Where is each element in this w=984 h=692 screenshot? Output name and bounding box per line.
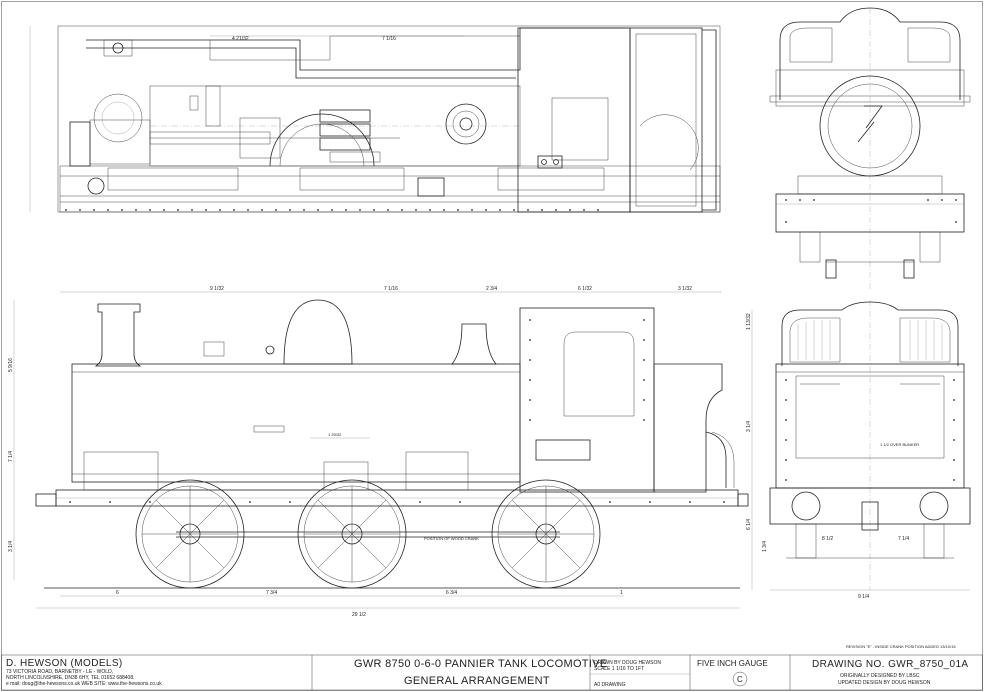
side-dim-bottom-4: 1 — [620, 590, 623, 596]
end-dim-1: 8 1/2 — [822, 536, 833, 542]
title-block: D. HEWSON (MODELS) 73 VICTORIA ROAD, BAR… — [1, 654, 983, 691]
front-dim-vert-1: 1 13/32 — [746, 313, 752, 330]
side-dim-overall: 29 1/2 — [352, 612, 366, 618]
credit-line-2: UPDATED DESIGN BY DOUG HEWSON — [838, 680, 931, 686]
bunker-end-view: 1 1/2 OVER BUNKER 8 1/2 7 1/4 9 1/4 1 13… — [746, 300, 971, 600]
plan-dim-1: 4 21/32 — [232, 36, 249, 42]
company-address-2: NORTH LINCOLNSHIRE, DN38 6HY, TEL 01652 … — [6, 675, 135, 681]
side-dim-bottom-3: 6 3/4 — [446, 590, 457, 596]
drawn-by: DRAWN BY DOUG HEWSON — [594, 660, 661, 666]
front-dim-vert-2: 3 1/4 — [746, 421, 752, 432]
front-dim-vert-4: 1 3/4 — [762, 541, 768, 552]
side-dim-top-5: 3 1/32 — [678, 286, 692, 292]
front-dim-vert-3: 6 1/4 — [746, 519, 752, 530]
end-dim-2: 7 1/4 — [898, 536, 909, 542]
drawing-subtitle: GENERAL ARRANGEMENT — [404, 675, 550, 687]
end-width-dim: 9 1/4 — [858, 594, 869, 600]
side-dim-top-1: 9 1/32 — [210, 286, 224, 292]
side-dim-vert-3: 3 1/4 — [8, 541, 14, 552]
drawing-title: GWR 8750 0-6-0 PANNIER TANK LOCOMOTIVE — [354, 658, 607, 670]
company-contact: e mail: doug@the-hewsons.co.uk WEB SITE:… — [6, 681, 162, 687]
side-dim-bottom-1: 6 — [116, 590, 119, 596]
company-name: D. HEWSON (MODELS) — [6, 658, 123, 669]
company-address-1: 73 VICTORIA ROAD, BARNETBY - LE - WOLD, — [6, 669, 113, 675]
side-dim-top-4: 6 1/32 — [578, 286, 592, 292]
side-dim-vert-2: 7 1/4 — [8, 451, 14, 462]
side-dim-vert-1: 5 9/16 — [8, 358, 14, 372]
side-dim-top-2: 7 1/16 — [384, 286, 398, 292]
revision-note: REVISION "E" - INSIDE CRANK POSITION ADD… — [846, 644, 956, 649]
credit-line-1: ORIGINALLY DESIGNED BY LBSC — [840, 673, 920, 679]
side-elevation-view: 9 1/32 7 1/16 2 3/4 6 1/32 3 1/32 5 9/16… — [8, 286, 749, 618]
crank-note: POSITION OF WOOD CRANK — [424, 536, 479, 541]
side-inner-dim: 1 29/32 — [328, 432, 342, 437]
gauge-label: FIVE INCH GAUGE — [697, 659, 768, 668]
plan-dim-2: 7 1/16 — [382, 36, 396, 42]
sheet-size: A0 DRAWING — [594, 682, 626, 688]
side-dim-top-3: 2 3/4 — [486, 286, 497, 292]
end-note: 1 1/2 OVER BUNKER — [880, 442, 919, 447]
plan-view: 4 21/32 7 1/16 — [29, 25, 721, 213]
drawing-number: DRAWING NO. GWR_8750_01A — [812, 659, 969, 670]
driving-wheels — [135, 479, 601, 589]
revision-letter: C — [737, 675, 743, 684]
revision-circle — [732, 671, 748, 687]
scale: SCALE 1 1/16 TO 1FT — [594, 666, 644, 672]
front-view — [769, 7, 971, 290]
side-dim-bottom-2: 7 3/4 — [266, 590, 277, 596]
